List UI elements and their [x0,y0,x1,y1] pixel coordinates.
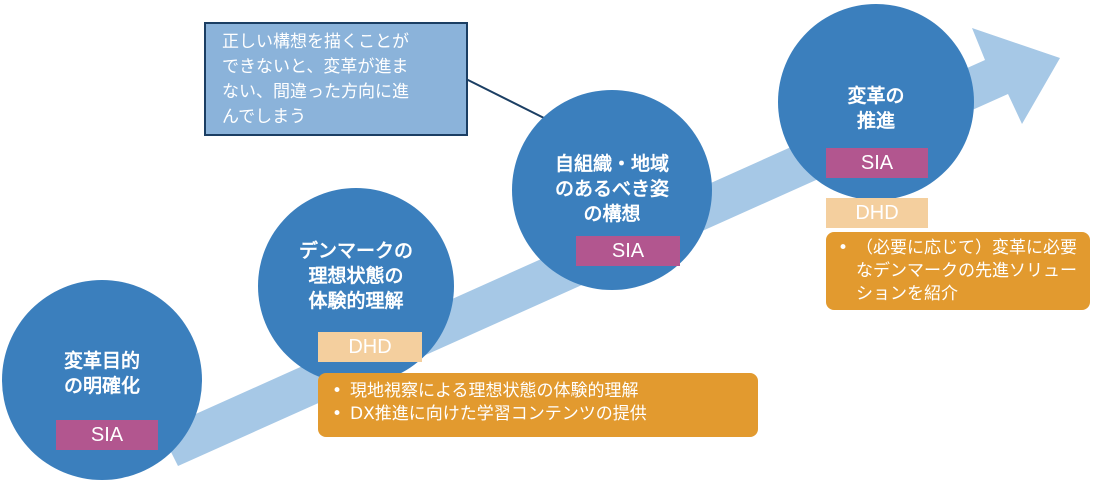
callout-pointer [465,78,557,125]
step-title-purpose: 変革目的 の明確化 [63,350,140,397]
dhd-tag: DHD [826,198,928,228]
sia-tag: SIA [826,148,928,178]
bullet-box-experience: 現地視察による理想状態の体験的理解 DX推進に向けた学習コンテンツの提供 [318,373,758,437]
dhd-tag: DHD [318,332,422,362]
sia-tag: SIA [576,236,680,266]
bullet-item: DX推進に向けた学習コンテンツの提供 [328,403,748,426]
warning-callout: 正しい構想を描くことが できないと、変革が進ま ない、間違った方向に進 んでしま… [204,22,468,136]
sia-tag: SIA [56,420,158,450]
step-title-experience: デンマークの 理想状態の 体験的理解 [298,240,413,312]
step-title-vision: 自組織・地域 のあるべき姿 の構想 [554,153,669,225]
bullet-box-promotion: （必要に応じて）変革に必要なデンマークの先進ソリューションを紹介 [826,232,1090,310]
bullet-item: （必要に応じて）変革に必要なデンマークの先進ソリューションを紹介 [834,237,1082,306]
step-title-promotion: 変革の 推進 [847,85,905,132]
bullet-item: 現地視察による理想状態の体験的理解 [328,380,748,403]
